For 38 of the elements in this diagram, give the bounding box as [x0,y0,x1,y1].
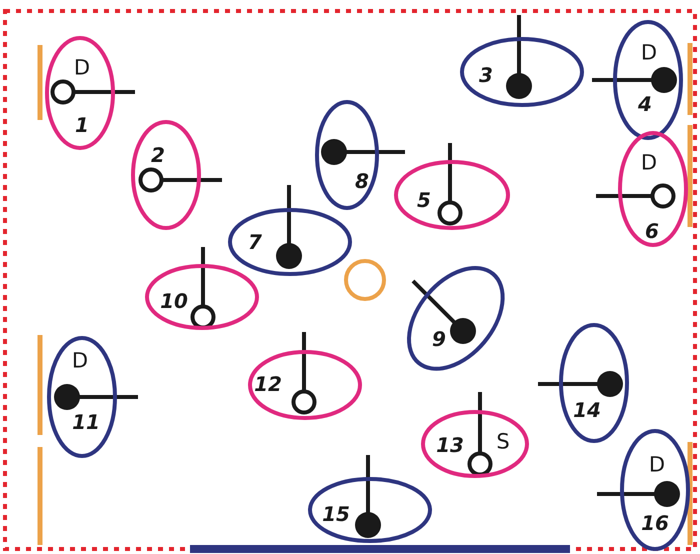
role-letter: D [640,42,658,64]
player-number: 10 [160,291,188,311]
player-number: 9 [432,328,446,349]
player-number: 8 [355,171,369,191]
player-ellipse [315,100,379,210]
player-ellipse [618,131,688,247]
player-ellipse [145,264,259,330]
player-number: 12 [254,374,282,394]
player-ellipse [559,323,629,443]
player-ellipse [228,208,352,276]
role-letter: D [640,152,658,174]
role-letter: D [72,350,88,372]
player-number: 7 [248,232,262,252]
player-ellipse [421,410,529,478]
player-number: 5 [417,190,431,210]
role-letter: S [496,432,510,452]
player-number: 6 [645,221,659,241]
player-ellipse [613,20,683,140]
player-ellipse [248,350,362,420]
player-number: 4 [638,94,652,114]
player-number: 2 [151,145,165,165]
player-number: 16 [641,513,669,533]
player-ellipse [394,160,510,230]
player-ellipse [45,36,115,150]
role-letter: D [648,454,666,476]
player-number: 11 [72,412,100,432]
player-ellipse [308,477,432,543]
player-number: 1 [75,115,89,135]
player-ellipse [131,120,201,230]
role-letter: D [74,58,90,78]
player-ellipse [47,336,117,458]
player-number: 13 [436,435,464,455]
player-ellipse [407,266,505,370]
player-number: 3 [479,65,493,85]
player-number: 15 [322,504,350,524]
player-number: 14 [573,400,601,420]
player-ellipse [620,429,690,551]
player-ellipse [460,37,584,107]
